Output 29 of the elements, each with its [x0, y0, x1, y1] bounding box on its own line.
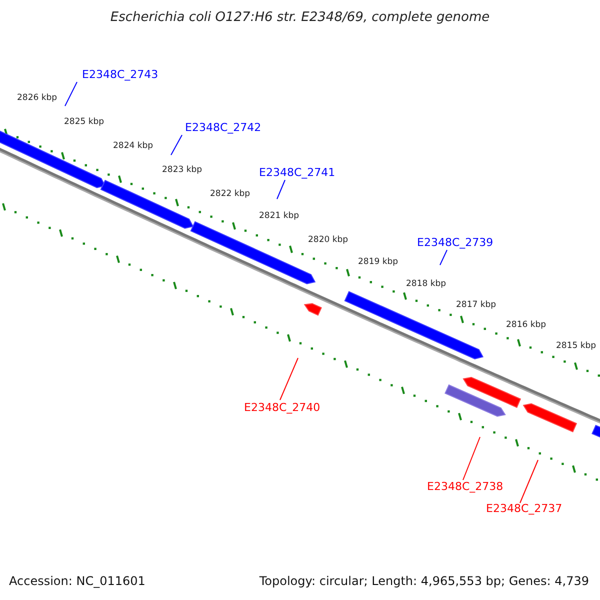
- gene-label: E2348C_2742: [185, 122, 262, 133]
- scale-label: 2819 kbp: [358, 258, 398, 266]
- scale-label: 2816 kbp: [506, 321, 546, 330]
- scale-label: 2826 kbp: [17, 94, 58, 102]
- gene-label: E2348C_2739: [417, 237, 494, 248]
- scale-label: 2817 kbp: [456, 301, 496, 310]
- scale-label: 2815 kbp: [556, 342, 596, 350]
- scale-label: 2825 kbp: [64, 118, 104, 126]
- leader-line: [462, 436, 480, 480]
- leader-line: [170, 134, 182, 156]
- scale-label: 2823 kbp: [162, 166, 202, 174]
- genome-info-text: Topology: circular; Length: 4,965,553 bp; Genes: 4,739: [259, 575, 589, 587]
- scale-label: 2821 kbp: [259, 212, 300, 220]
- leader-line: [276, 180, 286, 200]
- gene-label: E2348C_2743: [82, 69, 158, 80]
- leader-line: [280, 358, 298, 400]
- gene-label: E2348C_2740: [244, 402, 320, 413]
- leader-line: [440, 250, 448, 266]
- accession-text: Accession: NC_011601: [9, 575, 146, 587]
- gene-label: E2348C_2741: [259, 167, 336, 178]
- leader-line: [520, 460, 538, 504]
- title: Escherichia coli O127:H6 str. E2348/69, complete genome: [109, 11, 491, 24]
- scale-label: 2824 kbp: [113, 142, 154, 150]
- gene-label: E2348C_2738: [427, 481, 504, 492]
- gene-label: E2348C_2737: [486, 503, 562, 514]
- leader-line: [64, 82, 78, 106]
- scale-label: 2822 kbp: [210, 190, 250, 198]
- scale-label: 2818 kbp: [406, 280, 446, 288]
- scale-label: 2820 kbp: [308, 236, 348, 244]
